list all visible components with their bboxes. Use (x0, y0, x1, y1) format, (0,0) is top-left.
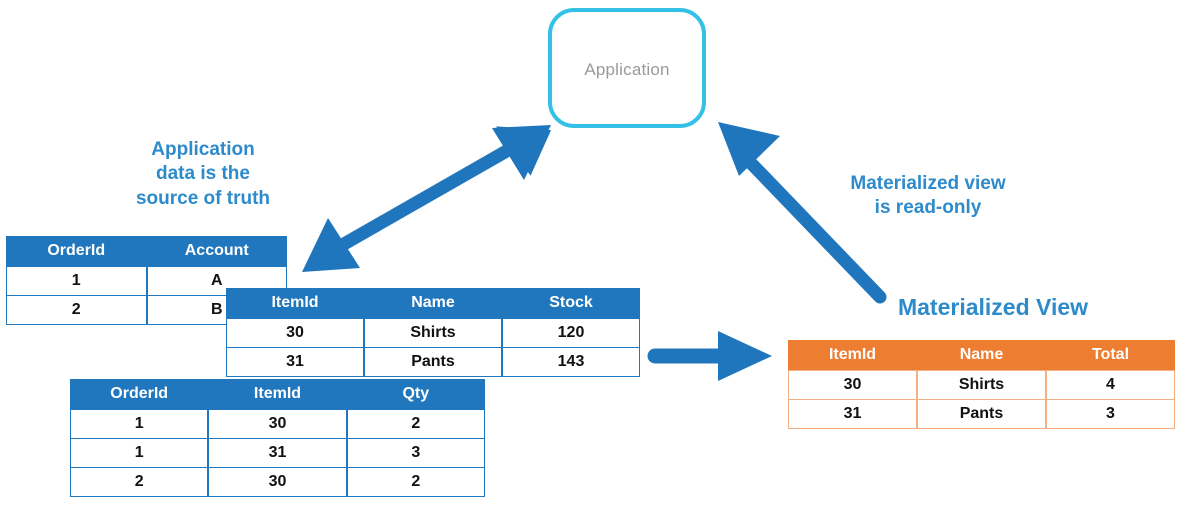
callout-source-of-truth: Application data is the source of truth (135, 139, 271, 209)
column-header: ItemId (788, 340, 917, 370)
table-cell: 4 (1046, 370, 1175, 400)
table-cell: 2 (346, 468, 485, 497)
table-cell: 2 (346, 409, 485, 439)
table-cell: Shirts (917, 370, 1046, 400)
items-table: ItemId Name Stock 30 Shirts 120 31 Pants… (226, 288, 640, 377)
table-cell: 30 (788, 370, 917, 400)
table-header-row: OrderId Account (6, 236, 287, 266)
materialized-view-title: Materialized View (897, 294, 1089, 320)
table-cell: 31 (226, 348, 364, 377)
table-cell: 143 (502, 348, 640, 377)
table-cell: 1 (70, 439, 209, 468)
table-cell: Pants (917, 400, 1046, 429)
table-cell: 31 (208, 439, 347, 468)
table-header-row: ItemId Name Stock (226, 288, 640, 318)
table-cell: 3 (346, 439, 485, 468)
table-row: 1 31 3 (70, 439, 485, 468)
table-cell: 2 (6, 296, 147, 325)
arrow-app-to-data-bidirectional (302, 125, 552, 272)
table-row: 1 30 2 (70, 409, 485, 439)
table-cell: 1 (70, 409, 209, 439)
column-header: Total (1046, 340, 1175, 370)
application-node-label: Application (584, 60, 670, 79)
column-header: Account (146, 236, 287, 266)
column-header: Stock (502, 288, 640, 318)
table-row: 31 Pants 143 (226, 348, 640, 377)
table-cell: Pants (364, 348, 502, 377)
table-cell: 120 (502, 318, 640, 348)
orders-table: OrderId Account 1 A 2 B (6, 236, 287, 325)
column-header: OrderId (6, 236, 147, 266)
callout-read-only: Materialized view is read-only (850, 173, 1006, 219)
table-row: 1 A (6, 266, 287, 296)
table-header-row: ItemId Name Total (788, 340, 1175, 370)
table-cell: 1 (6, 266, 147, 296)
table-cell: Shirts (364, 318, 502, 348)
table-row: 30 Shirts 120 (226, 318, 640, 348)
table-cell: 30 (226, 318, 364, 348)
column-header: Name (917, 340, 1046, 370)
table-cell: 31 (788, 400, 917, 429)
column-header: ItemId (208, 379, 347, 409)
column-header: OrderId (70, 379, 209, 409)
table-row: 2 30 2 (70, 468, 485, 497)
table-row: 31 Pants 3 (788, 400, 1175, 429)
arrow-data-to-materialized-view (647, 331, 772, 381)
table-header-row: OrderId ItemId Qty (70, 379, 485, 409)
table-cell: 3 (1046, 400, 1175, 429)
table-cell: A (146, 266, 287, 296)
table-cell: 2 (70, 468, 209, 497)
table-row: 30 Shirts 4 (788, 370, 1175, 400)
column-header: Name (364, 288, 502, 318)
table-cell: 30 (208, 468, 347, 497)
application-node[interactable]: Application (548, 8, 706, 128)
materialized-view-table: ItemId Name Total 30 Shirts 4 31 Pants 3 (788, 340, 1175, 429)
order-items-table: OrderId ItemId Qty 1 30 2 1 31 3 2 30 2 (70, 379, 485, 497)
table-cell: 30 (208, 409, 347, 439)
column-header: ItemId (226, 288, 364, 318)
column-header: Qty (346, 379, 485, 409)
